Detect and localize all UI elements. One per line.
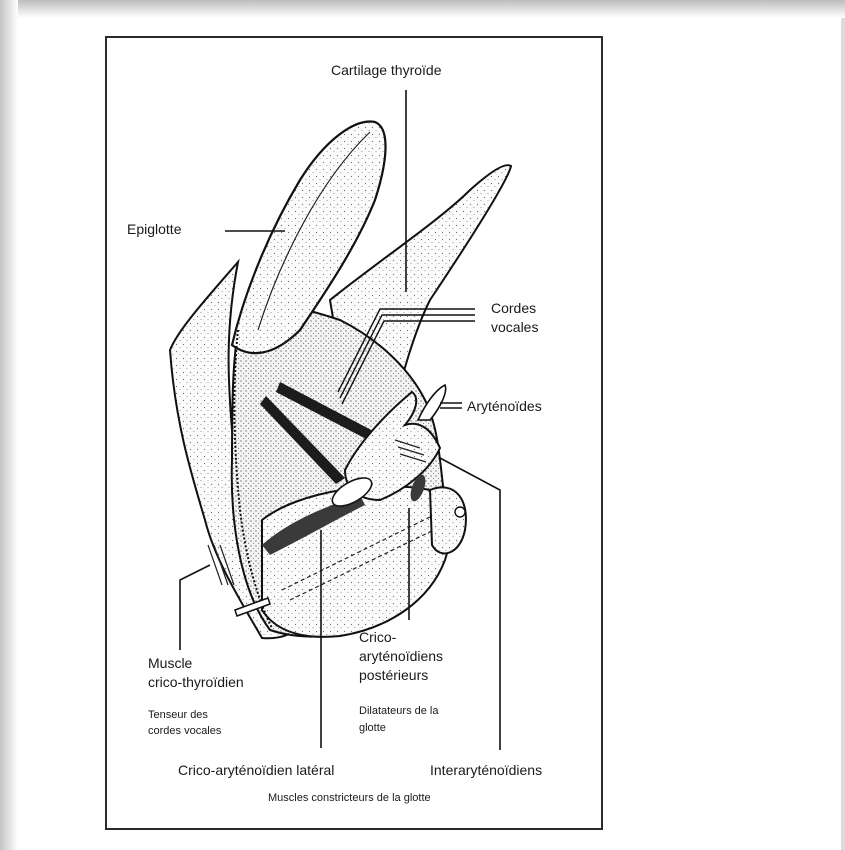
label-crico-thyroid-line1: Muscle — [148, 656, 192, 672]
label-thyroid-cartilage: Cartilage thyroïde — [331, 63, 442, 79]
label-lateral-crico-arytenoid: Crico-aryténoïdien latéral — [178, 763, 334, 779]
trachea-stub — [455, 507, 465, 517]
label-posterior-sub1: Dilatateurs de la — [359, 705, 439, 717]
label-posterior-sub2: glotte — [359, 722, 386, 734]
posterior-lobe-shape — [430, 487, 466, 553]
leader-crico-thyroid — [180, 565, 210, 650]
label-posterior-line1: Crico- — [359, 630, 396, 646]
label-arytenoids: Aryténoïdes — [467, 399, 542, 415]
label-crico-thyroid-sub1: Tenseur des — [148, 709, 208, 721]
label-crico-thyroid-line2: crico-thyroïdien — [148, 675, 244, 691]
label-posterior-line2: aryténoïdiens — [359, 649, 443, 665]
label-vocal-cords-line2: vocales — [491, 320, 538, 336]
label-posterior-line3: postérieurs — [359, 668, 428, 684]
label-epiglottis: Epiglotte — [127, 222, 181, 238]
label-crico-thyroid-sub2: cordes vocales — [148, 725, 221, 737]
label-vocal-cords-line1: Cordes — [491, 301, 536, 317]
label-constrictor-muscles: Muscles constricteurs de la glotte — [268, 792, 431, 804]
label-interarytenoid: Interaryténoïdiens — [430, 763, 542, 779]
